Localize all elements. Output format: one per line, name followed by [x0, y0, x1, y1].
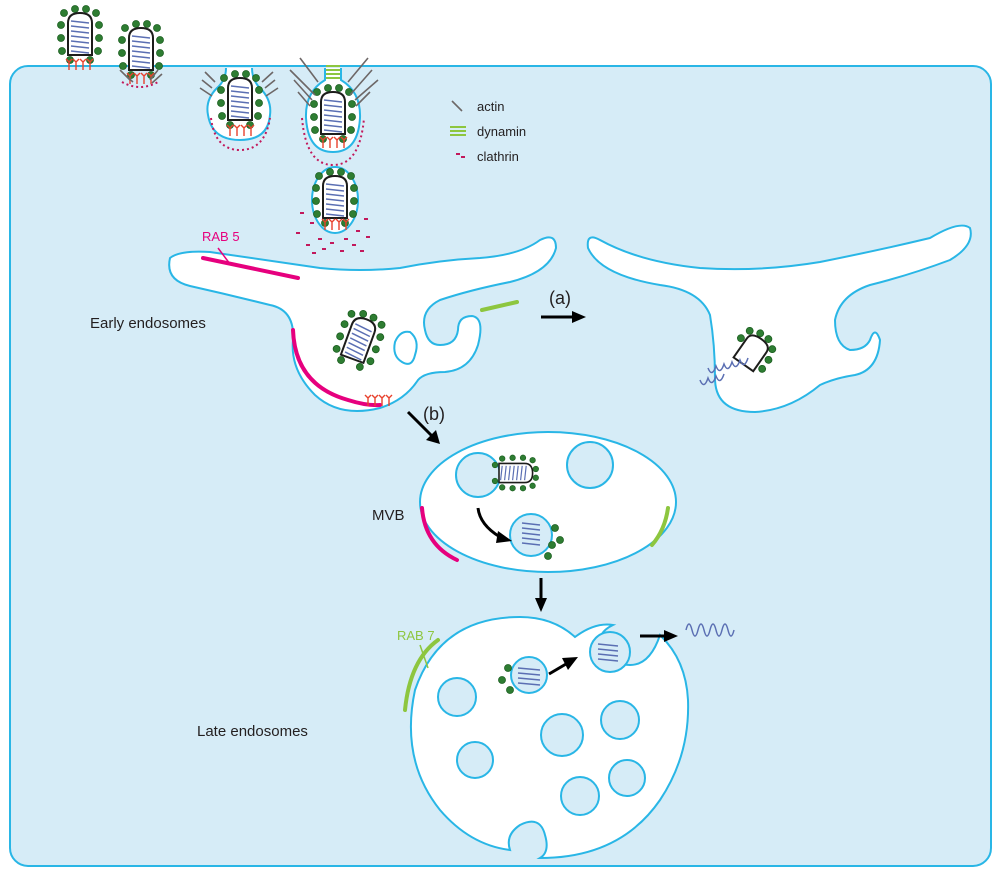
rab5-marker-mvb [420, 506, 459, 562]
early-endosome-right [586, 224, 972, 414]
rab7-label: RAB 7 [397, 628, 435, 643]
mvb-label: MVB [372, 507, 405, 524]
mvb-to-late-arrow [535, 578, 547, 612]
legend-actin-swatch [451, 100, 463, 112]
path-b-label: (b) [423, 404, 445, 424]
ilv-formation-arrow [476, 507, 512, 543]
virus-attached-2 [117, 19, 165, 88]
released-genome-a [699, 357, 749, 386]
legend-actin-label: actin [477, 99, 504, 114]
legend: actin dynamin clathrin [450, 99, 526, 164]
rab7-marker-late [403, 638, 440, 712]
legend-clathrin-swatch [456, 153, 465, 158]
release-arrow [640, 630, 678, 642]
rab7-marker-early [480, 300, 519, 312]
early-endosomes-label: Early endosomes [90, 315, 206, 332]
late-endosomes-label: Late endosomes [197, 723, 308, 740]
rab5-label: RAB 5 [202, 229, 240, 244]
rab5-marker-bottom [291, 328, 382, 408]
dynamin-ring [326, 65, 340, 79]
free-vesicle [296, 166, 370, 254]
rab5-marker-top [201, 256, 300, 280]
early-endosome-left [168, 236, 558, 412]
dynamin-scission [289, 57, 379, 167]
virus-attached-1 [56, 4, 104, 71]
legend-clathrin-label: clathrin [477, 149, 519, 164]
legend-dynamin-swatch [450, 126, 466, 136]
late-endosome [403, 615, 690, 860]
shed-clathrin [296, 212, 370, 254]
path-b-arrow [406, 410, 440, 444]
rab7-marker-mvb [650, 506, 670, 547]
legend-dynamin-label: dynamin [477, 124, 526, 139]
rab5-pointer [217, 247, 231, 265]
path-a-arrow [541, 311, 586, 323]
released-genome-b [685, 623, 735, 637]
clathrin-pit [199, 67, 279, 152]
fusion-arrow [548, 657, 578, 676]
rab7-pointer [419, 644, 429, 669]
multivesicular-body [419, 431, 677, 573]
path-a-label: (a) [549, 288, 571, 308]
uncoated-capsid [732, 326, 777, 373]
